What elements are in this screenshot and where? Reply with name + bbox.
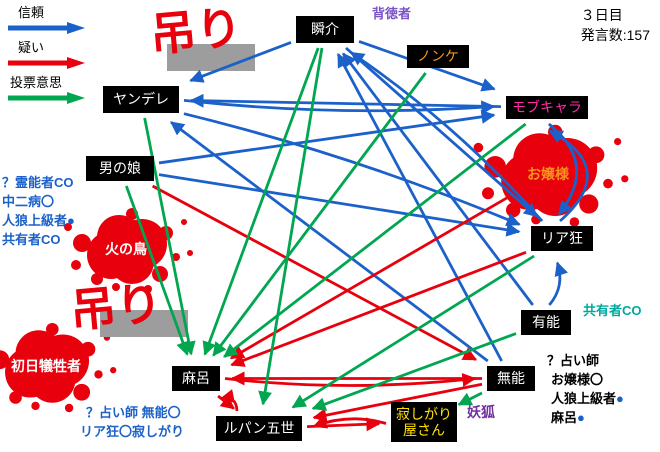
player-shunsuke: 瞬介	[296, 16, 354, 43]
edge-suspicion	[312, 382, 483, 423]
edge-vote	[258, 47, 324, 406]
edge-vote	[311, 332, 517, 411]
annotation-part: お嬢様〇	[551, 372, 604, 387]
edge-vote	[212, 72, 427, 357]
edge-trust	[350, 51, 544, 222]
player-mobchara: モブキャラ	[506, 96, 588, 119]
annotation-part: ●	[616, 391, 624, 406]
blood-splatter	[64, 208, 193, 293]
player-hinotori: 火の鳥	[105, 241, 147, 257]
annotation: 人狼上級者●	[551, 388, 624, 407]
edge-suspicion	[151, 184, 478, 361]
annotation: 背徳者	[372, 3, 411, 22]
edge-trust	[158, 109, 496, 165]
annotation: 共有者CO	[583, 300, 642, 319]
player-sabishigari: 寂しがり 屋さん	[391, 402, 457, 442]
annotation: 中二病〇	[2, 191, 54, 210]
annotation-part: 麻呂	[551, 410, 578, 425]
player-riakyou: リア狂	[531, 226, 593, 251]
player-shonichi: 初日犠牲者	[11, 358, 81, 374]
annotation-part: ？霊能者CO	[2, 175, 74, 190]
edge-vote	[223, 122, 527, 358]
annotation-part: リア狂〇寂しがり	[80, 424, 185, 439]
edge-trust	[183, 98, 496, 115]
player-yuunou: 有能	[521, 310, 571, 335]
player-youko: 妖狐	[467, 403, 495, 420]
player-munou: 無能	[487, 366, 535, 391]
edge-trust	[158, 173, 521, 237]
edge-suspicion	[229, 195, 510, 360]
edge-suspicion	[230, 250, 527, 367]
edge-trust	[170, 121, 489, 363]
legend-suspicion-label: 疑い	[18, 40, 45, 55]
annotation: 人狼上級者●	[2, 210, 75, 229]
annotation-part: 中二病〇	[2, 194, 55, 209]
legend-row-vote: 投票意思	[6, 72, 88, 105]
speech-count: 発言数:157	[580, 26, 650, 43]
vote-arrow-icon	[8, 92, 85, 104]
player-yandere: ヤンデレ	[103, 86, 179, 113]
edge-suspicion	[224, 372, 477, 387]
hanged-mark: 吊り	[147, 0, 245, 62]
edge-vote	[125, 185, 190, 356]
annotation: ？霊能者CO	[2, 172, 74, 191]
blood-splatter	[0, 322, 117, 413]
hanged-mark: 吊り	[67, 276, 165, 338]
legend-vote-label: 投票意思	[10, 75, 63, 90]
day-info: ３日目 発言数:157	[581, 6, 650, 45]
annotation-part: ？占い師	[547, 353, 600, 368]
annotation: リア狂〇寂しがり	[80, 421, 184, 440]
annotation-part: 人狼上級者●	[2, 213, 75, 228]
annotation: 麻呂●	[551, 407, 585, 426]
edge-trust	[548, 261, 568, 306]
edge-trust	[183, 112, 521, 226]
annotation-part: 共有者CO	[583, 303, 642, 318]
edge-trust	[189, 93, 502, 108]
annotation: お嬢様〇	[551, 369, 603, 388]
annotation-part: 共有者CO	[2, 232, 61, 247]
player-ojousama: お嬢様	[527, 166, 569, 182]
trust-arrow-icon	[8, 22, 85, 34]
edge-trust	[345, 46, 538, 218]
edge-suspicion	[312, 415, 387, 429]
day-label: ３日目	[580, 7, 623, 23]
annotation-part: ●	[577, 410, 585, 425]
edge-trust	[336, 52, 503, 362]
player-nonke: ノンケ	[407, 45, 469, 68]
legend-row-trust: 信頼	[6, 2, 88, 35]
annotation: 共有者CO	[2, 229, 61, 248]
player-otokonoko: 男の娘	[86, 156, 154, 181]
edge-trust	[189, 41, 292, 83]
edge-suspicion	[219, 389, 239, 412]
suspicion-arrow-icon	[8, 57, 85, 69]
annotation-part: ？占い師 無能〇	[86, 405, 181, 420]
edge-vote	[202, 47, 320, 356]
edge-vote	[291, 254, 535, 409]
annotation-part: 背徳者	[372, 6, 412, 21]
edge-trust	[548, 129, 589, 223]
blood-splatter	[473, 124, 629, 227]
legend-trust-label: 信頼	[18, 5, 45, 20]
hanged-name-box	[167, 44, 255, 71]
annotation: ？占い師	[547, 350, 599, 369]
annotation: ？占い師 無能〇	[86, 402, 181, 421]
player-maro: 麻呂	[172, 366, 220, 391]
edge-vote	[457, 391, 483, 406]
player-lupin: ルパン五世	[216, 416, 302, 441]
legend-row-suspicion: 疑い	[6, 37, 88, 70]
legend: 信頼 疑い 投票意思	[6, 2, 88, 107]
annotation-part: 人狼上級者	[551, 391, 617, 406]
